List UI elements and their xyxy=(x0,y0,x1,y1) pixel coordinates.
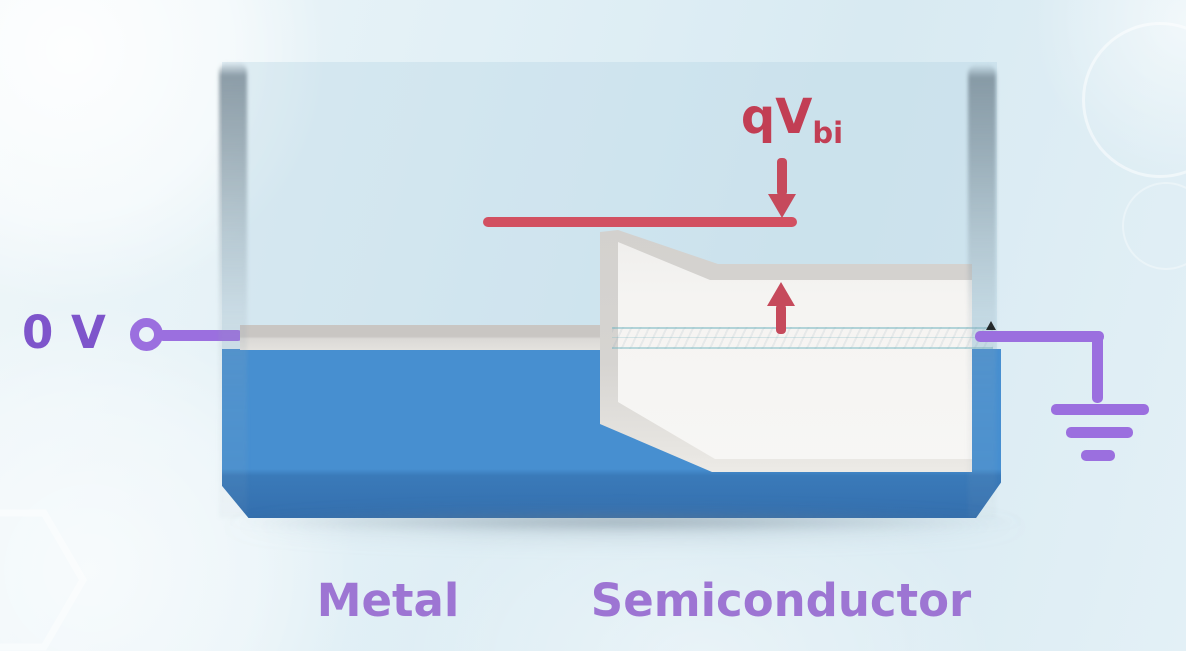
right-wire-vertical xyxy=(1092,331,1103,403)
terminal-circle-icon xyxy=(130,318,163,351)
ground-icon xyxy=(1051,404,1149,415)
container-left-wall xyxy=(219,62,247,518)
arrow-up-icon xyxy=(776,304,786,334)
arrow-down-icon xyxy=(768,194,796,218)
qvbi-main-text: qV xyxy=(740,89,813,145)
ground-icon xyxy=(1081,450,1115,461)
metal-surface xyxy=(240,325,612,350)
metal-region-label: Metal xyxy=(316,574,460,627)
qvbi-label: qVbi xyxy=(710,89,874,148)
arrow-down-icon xyxy=(777,158,787,196)
qvbi-reference-line xyxy=(483,217,797,227)
bokeh-ring xyxy=(1082,22,1186,178)
semiconductor-region-label: Semiconductor xyxy=(590,574,972,627)
fermi-level-strip xyxy=(612,327,993,349)
right-wire-horizontal xyxy=(975,331,1104,342)
hexagon-decor xyxy=(0,509,88,651)
cursor-mark xyxy=(986,321,996,330)
left-wire xyxy=(158,330,243,341)
ground-icon xyxy=(1066,427,1133,438)
fermi-level-midline xyxy=(612,337,993,338)
tank-shadow xyxy=(228,513,1023,530)
qvbi-subscript: bi xyxy=(812,116,844,150)
arrow-up-icon xyxy=(767,282,795,306)
container-right-wall xyxy=(968,64,996,518)
voltage-label: 0 V xyxy=(22,306,107,359)
bokeh-ring xyxy=(1122,182,1186,270)
